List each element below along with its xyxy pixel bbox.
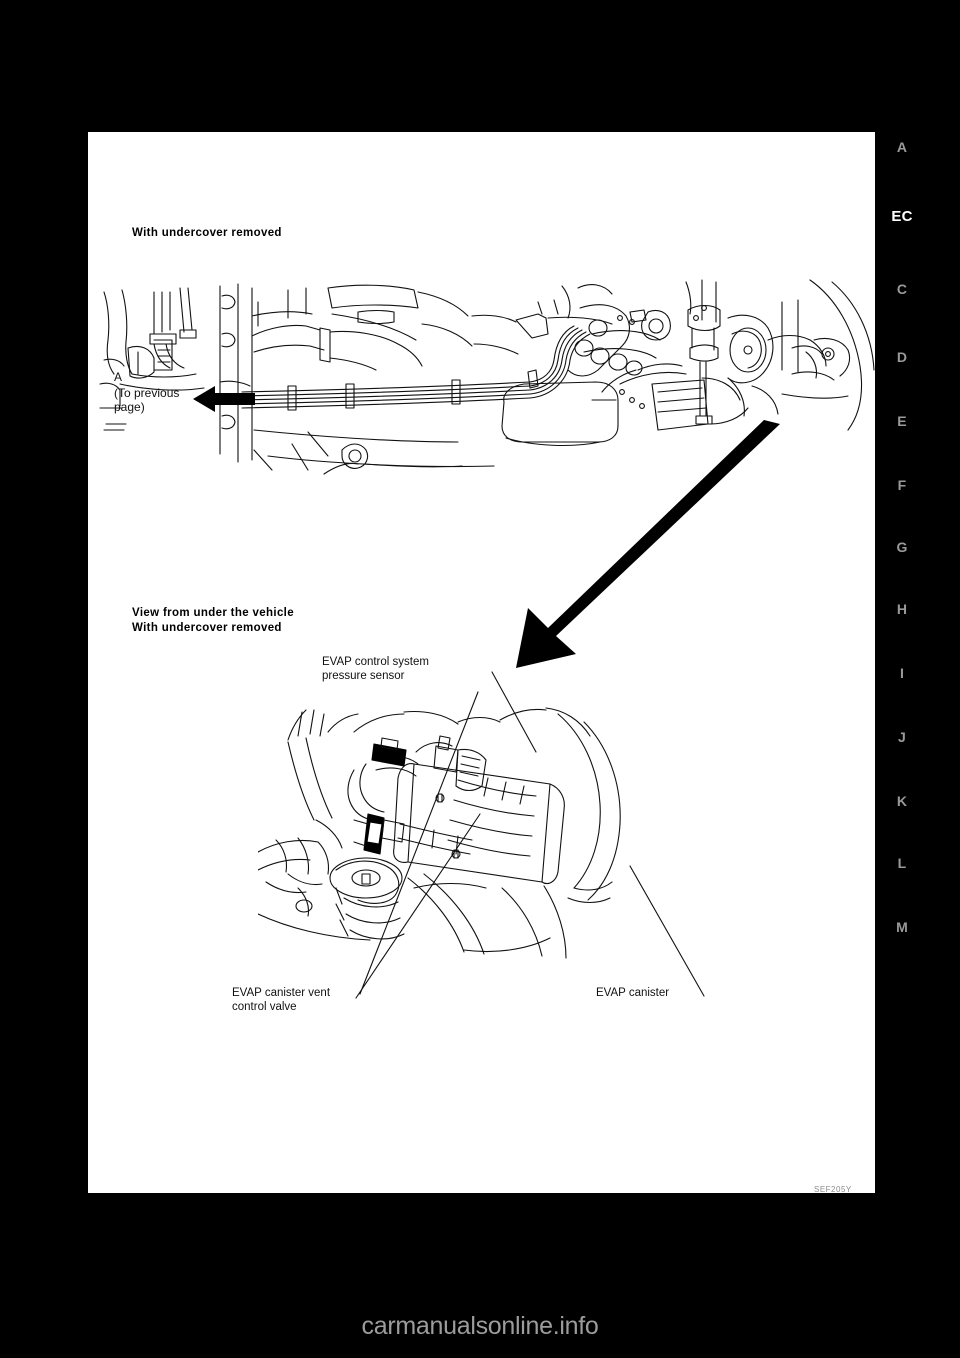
section-tab-l[interactable]: L xyxy=(897,855,907,871)
figure-reference-code: SEF205Y xyxy=(814,1185,852,1194)
label-evap-canister: EVAP canister xyxy=(596,987,670,999)
callout-a-reference: (To previous page) xyxy=(114,386,180,414)
section-tab-ec[interactable]: EC xyxy=(891,208,913,225)
bottom-figure-leader-lines xyxy=(238,652,798,1022)
section-tab-g[interactable]: G xyxy=(896,539,908,555)
section-tab-j[interactable]: J xyxy=(898,729,906,745)
section-tab-i[interactable]: I xyxy=(899,665,905,681)
label-evap-vent-control-valve: EVAP canister vent control valve xyxy=(232,987,331,1013)
site-watermark: carmanualsonline.info xyxy=(361,1312,599,1340)
bottom-figure-heading: View from under the vehicle With underco… xyxy=(132,607,294,634)
section-tab-e[interactable]: E xyxy=(897,413,907,429)
section-tab-a[interactable]: A xyxy=(896,139,908,155)
top-illustration-underbody xyxy=(92,274,875,489)
label-evap-pressure-sensor: EVAP control system pressure sensor xyxy=(322,656,429,682)
section-tab-m[interactable]: M xyxy=(896,919,908,935)
callout-a-letter: A xyxy=(114,370,123,384)
manual-page-sheet: With undercover removed xyxy=(88,132,875,1193)
figure-link-arrow-icon xyxy=(512,420,782,670)
section-tab-strip: A EC C D E F G H I J K L M xyxy=(880,132,940,952)
section-tab-d[interactable]: D xyxy=(896,349,908,365)
section-tab-h[interactable]: H xyxy=(896,601,908,617)
bottom-illustration-evap-canister xyxy=(258,692,658,1002)
section-tab-f[interactable]: F xyxy=(897,477,907,493)
section-tab-c[interactable]: C xyxy=(896,281,908,297)
callout-a-arrow-icon xyxy=(193,384,255,414)
section-tab-k[interactable]: K xyxy=(896,793,908,809)
top-figure-heading: With undercover removed xyxy=(132,227,282,239)
